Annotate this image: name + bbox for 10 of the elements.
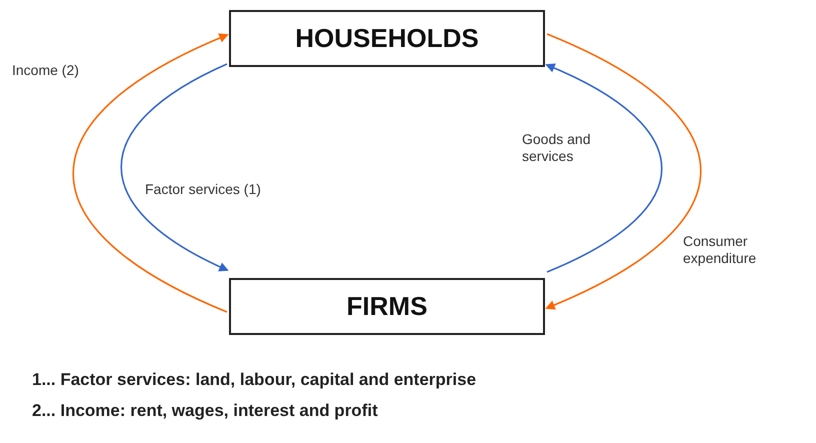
footnote: 1... Factor services: land, labour, capital and enterprise [32,370,476,390]
footnote: 2... Income: rent, wages, interest and profit [32,401,379,421]
curved-arrow [72,34,229,313]
sector-box: HOUSEHOLDS [229,10,545,67]
edge-label: Income (2) [12,62,79,79]
curved-arrow [120,63,229,271]
curved-arrow [545,64,662,273]
sector-box: FIRMS [229,278,545,335]
edge-label: Factor services (1) [145,181,261,198]
curved-arrow [545,33,702,310]
